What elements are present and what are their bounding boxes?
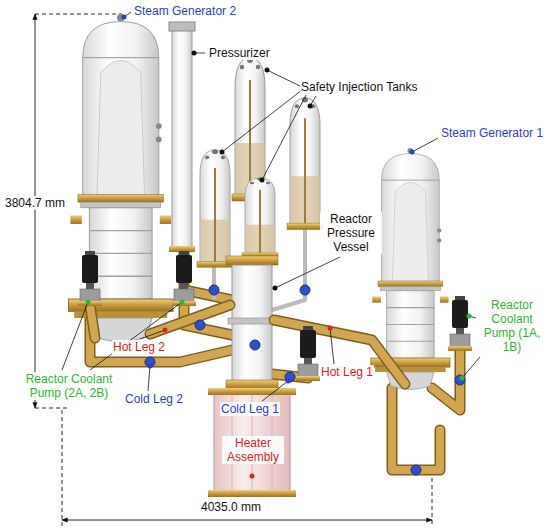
illustration-part	[35, 14, 36, 408]
illustration-part	[286, 379, 291, 384]
component-label: Safety Injection Tanks	[300, 80, 419, 94]
component-label: Reactor Pressure Vessel	[320, 212, 382, 254]
illustration-part	[392, 388, 440, 470]
illustration-part	[300, 285, 310, 295]
illustration-part	[308, 104, 313, 109]
leader-lines	[62, 12, 480, 401]
illustration-part	[267, 70, 304, 88]
illustration-part	[208, 490, 296, 497]
illustration-part	[467, 314, 472, 319]
component-label: Hot Leg 2	[112, 340, 166, 354]
illustration-part	[180, 300, 185, 305]
pressurizer-cap	[169, 22, 195, 31]
safety-injection-tank	[197, 149, 233, 267]
illustration-part	[328, 326, 333, 331]
valves	[145, 285, 465, 475]
hot-legs	[90, 305, 405, 384]
illustration-part	[163, 328, 168, 333]
illustration-part	[265, 68, 270, 73]
safety-injection-tank	[232, 57, 268, 201]
illustration-part	[262, 95, 306, 180]
safety-injection-tank	[242, 177, 278, 256]
illustration-part	[273, 286, 278, 291]
illustration-part	[214, 392, 290, 492]
illustration-part	[250, 474, 255, 479]
illustration-part	[274, 320, 405, 384]
illustration-part	[260, 178, 265, 183]
illustration-part	[62, 410, 63, 526]
illustration-part	[90, 302, 182, 370]
illustration-part	[62, 302, 88, 370]
illustration-part	[226, 380, 278, 389]
illustration-part	[412, 138, 438, 152]
component-label: Hot Leg 1	[320, 365, 374, 379]
illustration-part	[90, 305, 95, 338]
illustration-part	[272, 228, 305, 310]
illustration-part	[220, 150, 225, 155]
illustration-part	[192, 51, 197, 56]
illustration-part	[411, 465, 421, 475]
component-label: Pressurizer	[208, 46, 271, 60]
illustration-part	[122, 15, 127, 20]
illustration-part	[35, 14, 122, 15]
illustration-part	[410, 150, 415, 155]
component-label: Reactor Coolant Pump (2A, 2B)	[16, 372, 122, 400]
illustration-part	[222, 90, 302, 152]
dimension-label: 3804.7 mm	[4, 196, 66, 210]
reactor-coolant-pump	[172, 251, 196, 306]
component-label: Reactor Coolant Pump (1A, 1B)	[478, 298, 546, 354]
illustration-part	[392, 388, 440, 470]
illustration-part	[86, 300, 91, 305]
illustration-part	[274, 320, 405, 384]
leader-dots	[86, 15, 472, 479]
illustration-part	[262, 381, 288, 401]
illustration-part	[148, 364, 153, 369]
illustration-part	[226, 256, 278, 265]
illustration-part	[432, 478, 433, 526]
reactor-coolant-pump	[296, 326, 320, 381]
pressurizer	[172, 30, 192, 248]
illustration-part	[150, 305, 230, 334]
dimension-label: 4035.0 mm	[200, 500, 262, 514]
illustration-part	[35, 408, 70, 409]
component-label: Steam Generator 1	[440, 126, 544, 140]
illustration-part	[275, 257, 340, 288]
heater-assembly	[208, 388, 296, 497]
dimension-lines	[35, 14, 432, 526]
component-label: Cold Leg 2	[124, 392, 184, 406]
reactor-coolant-pump	[448, 296, 472, 351]
illustration-part	[140, 330, 165, 339]
component-label: Heater Assembly	[222, 436, 284, 464]
reactor-coolant-pump	[78, 251, 102, 306]
illustration-part	[150, 305, 230, 334]
safety-injection-tank	[287, 97, 323, 229]
component-label: Cold Leg 1	[220, 402, 280, 416]
illustration-part	[195, 320, 205, 330]
illustration-part	[330, 328, 334, 364]
illustration-part	[90, 305, 95, 338]
illustration-part	[62, 520, 432, 521]
illustration-part	[455, 375, 465, 385]
illustration-part	[148, 366, 150, 391]
illustration-part	[208, 388, 296, 395]
illustration-part	[462, 357, 480, 378]
component-label: Steam Generator 2	[133, 4, 237, 18]
illustration-part	[250, 340, 260, 350]
illustration-part	[209, 285, 219, 295]
illustration-part	[460, 376, 465, 381]
steam-generator-2	[69, 14, 174, 342]
